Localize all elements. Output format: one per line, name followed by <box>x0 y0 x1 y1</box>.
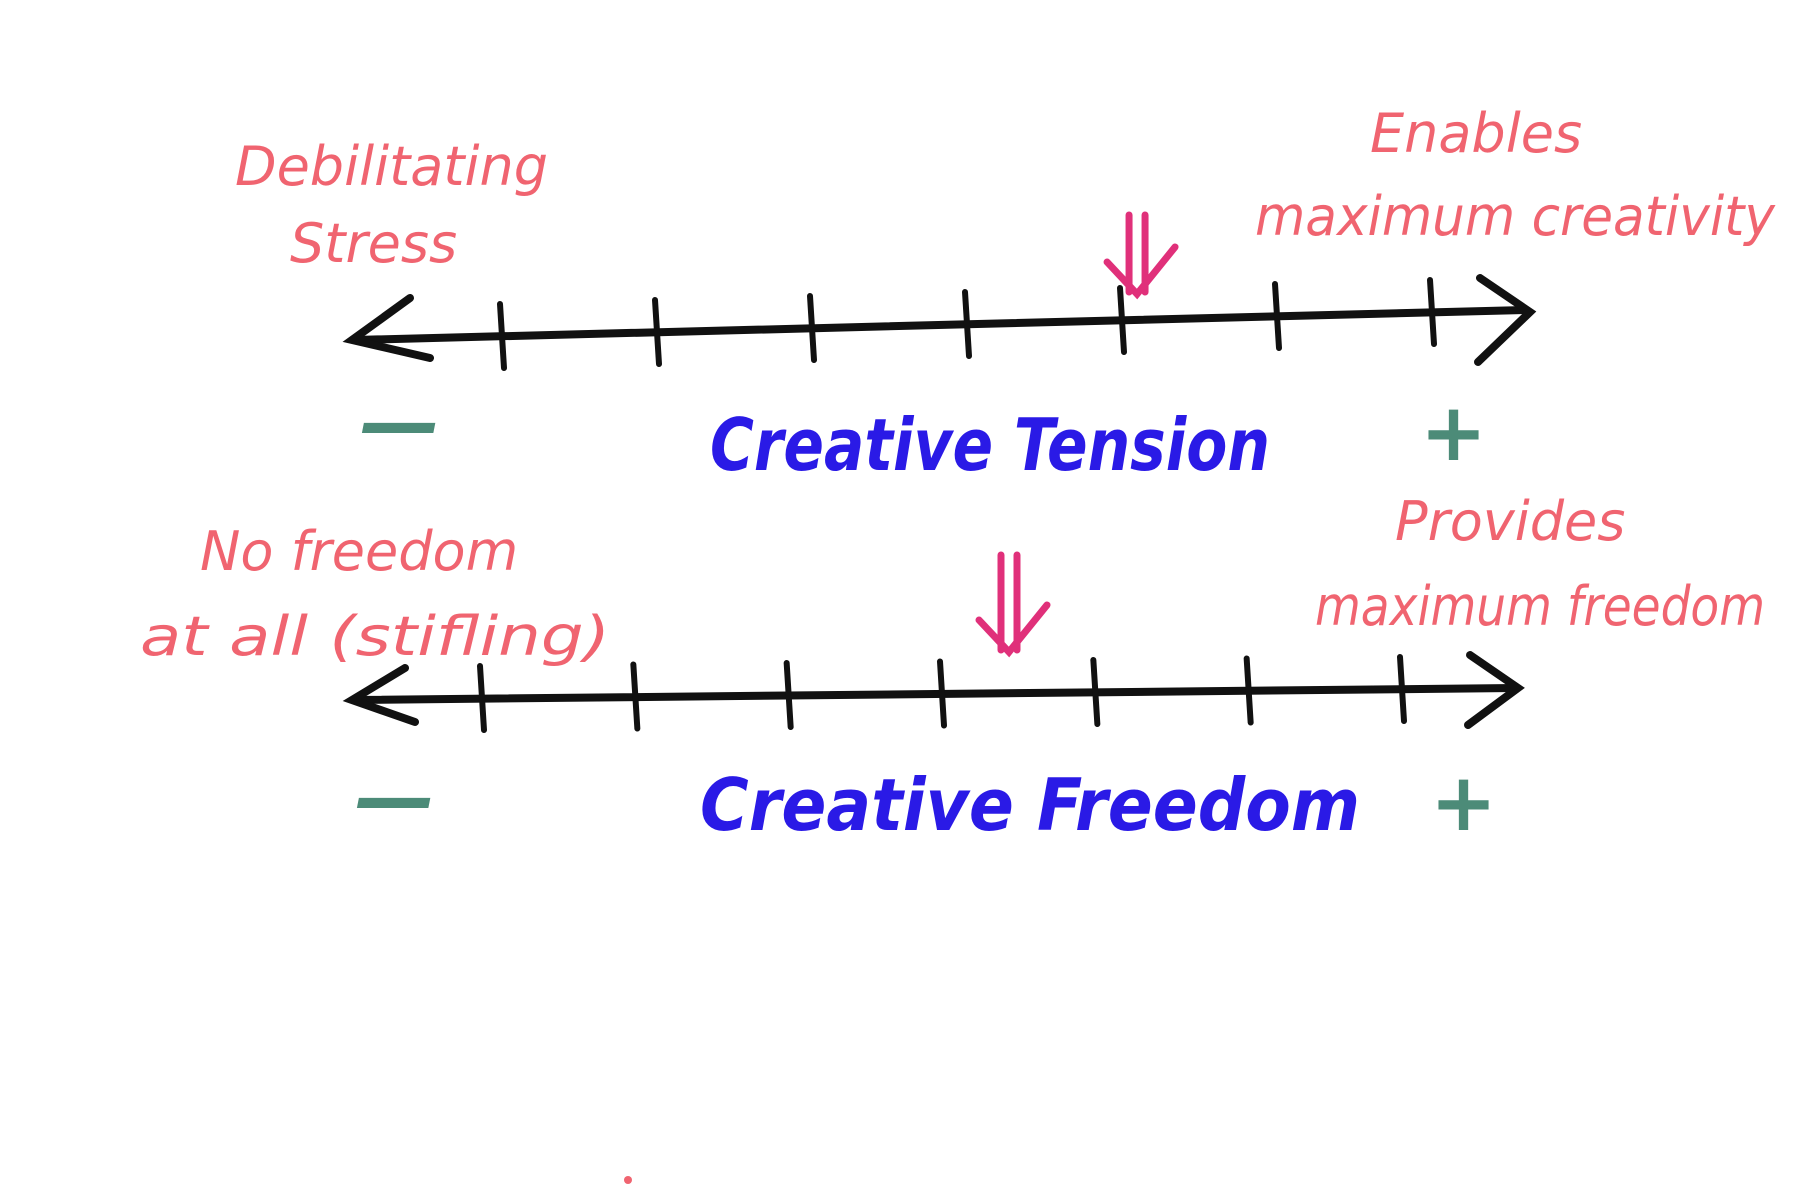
freedom-tick-6 <box>1243 655 1254 726</box>
tension-right-label-line-2: maximum creativity <box>1255 185 1776 248</box>
tension-minus-sign: — <box>360 376 440 469</box>
freedom-ticks <box>477 654 1407 733</box>
tension-plus-sign: + <box>1420 386 1487 479</box>
freedom-left-label-line-1: No freedom <box>200 520 518 583</box>
freedom-right-label-line-1: Provides <box>1395 490 1625 553</box>
stray-dot <box>624 1176 632 1184</box>
tension-axis-arrow <box>342 274 1537 366</box>
freedom-right-arrowhead <box>1464 651 1525 729</box>
tension-tick-4 <box>962 289 972 359</box>
freedom-tick-7 <box>1397 654 1407 724</box>
tension-tick-5 <box>1117 285 1127 355</box>
double-down-arrow-icon <box>975 551 1051 658</box>
freedom-tick-3 <box>783 660 794 730</box>
tension-left-label-line-1: Debilitating <box>235 135 548 198</box>
freedom-title: Creative Freedom <box>700 763 1360 847</box>
freedom-axis-line <box>351 684 1519 704</box>
freedom-left-arrowhead <box>342 664 419 726</box>
tension-right-label-line-1: Enables <box>1370 102 1582 165</box>
freedom-tick-4 <box>937 658 947 729</box>
tension-tick-1 <box>497 301 507 371</box>
freedom-tick-2 <box>630 661 641 732</box>
tension-right-arrowhead <box>1474 274 1537 366</box>
tension-tick-6 <box>1272 281 1282 351</box>
freedom-axis-arrow <box>342 651 1525 729</box>
freedom-marker <box>975 551 1051 658</box>
tension-left-arrowhead <box>342 294 434 362</box>
scale-creative-tension: Debilitating Stress Enables maximum crea… <box>235 102 1776 487</box>
freedom-minus-sign: — <box>355 751 435 844</box>
double-down-arrow-icon <box>1103 211 1179 300</box>
tension-tick-7 <box>1427 277 1437 347</box>
tension-tick-3 <box>807 293 817 363</box>
freedom-tick-5 <box>1090 657 1101 727</box>
freedom-tick-1 <box>477 663 487 733</box>
tension-tick-2 <box>652 297 662 367</box>
freedom-plus-sign: + <box>1430 756 1497 849</box>
freedom-right-label-line-2: maximum freedom <box>1315 575 1765 638</box>
tension-ticks <box>497 277 1437 371</box>
tension-title: Creative Tension <box>710 403 1270 487</box>
tension-marker <box>1103 211 1179 300</box>
tension-axis-line <box>351 306 1529 344</box>
freedom-left-label-line-2: at all (stifling) <box>140 605 610 668</box>
tension-left-label-line-2: Stress <box>290 212 457 275</box>
scale-creative-freedom: No freedom at all (stifling) Provides ma… <box>140 490 1765 849</box>
